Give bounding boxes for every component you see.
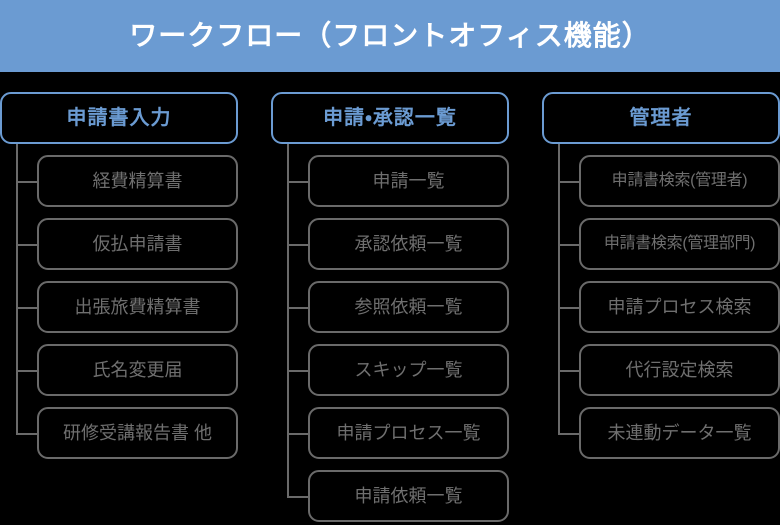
column-header-label: 申請書入力 <box>66 107 172 129</box>
connector-trunk <box>558 144 560 433</box>
column-header-label: 申請・承認一覧 <box>323 107 457 129</box>
connector-branch <box>16 307 38 309</box>
diagram-title-bar: ワークフロー（フロントオフィス機能） <box>0 0 780 72</box>
connector-branch <box>558 307 580 309</box>
item-label: 申請プロセス検索 <box>607 297 752 317</box>
item-box[interactable]: 経費精算書 <box>37 155 238 207</box>
item-label: スキップ一覧 <box>354 360 463 380</box>
page-title: ワークフロー（フロントオフィス機能） <box>129 20 651 51</box>
connector-branch <box>287 307 309 309</box>
item-label: 氏名変更届 <box>92 360 183 380</box>
item-box[interactable]: 仮払申請書 <box>37 218 238 270</box>
item-box[interactable]: 参照依頼一覧 <box>308 281 509 333</box>
item-label: 申請書検索(管理部門) <box>603 235 756 252</box>
item-label: 申請プロセス一覧 <box>336 423 481 443</box>
item-box[interactable]: 未連動データ一覧 <box>579 407 780 459</box>
item-box[interactable]: 申請依頼一覧 <box>308 470 509 522</box>
item-label: 経費精算書 <box>92 171 183 191</box>
connector-branch <box>287 244 309 246</box>
item-box[interactable]: 申請プロセス一覧 <box>308 407 509 459</box>
connector-trunk <box>16 144 18 433</box>
item-label: 研修受講報告書 他 <box>62 423 212 443</box>
item-box[interactable]: 申請書検索(管理部門) <box>579 218 780 270</box>
connector-branch <box>558 433 580 435</box>
item-label: 出張旅費精算書 <box>74 297 201 317</box>
connector-trunk <box>287 144 289 496</box>
diagram-column-1: 申請・承認一覧申請一覧承認依頼一覧参照依頼一覧スキップ一覧申請プロセス一覧申請依… <box>271 72 509 525</box>
item-label: 代行設定検索 <box>625 360 734 380</box>
connector-branch <box>287 433 309 435</box>
connector-branch <box>287 181 309 183</box>
item-box[interactable]: 申請書検索(管理者) <box>579 155 780 207</box>
column-header-box[interactable]: 管理者 <box>542 92 780 144</box>
column-header-label: 管理者 <box>629 107 693 129</box>
connector-branch <box>16 433 38 435</box>
item-label: 参照依頼一覧 <box>354 297 463 317</box>
item-box[interactable]: 研修受講報告書 他 <box>37 407 238 459</box>
item-box[interactable]: 氏名変更届 <box>37 344 238 396</box>
connector-branch <box>558 370 580 372</box>
column-header-box[interactable]: 申請・承認一覧 <box>271 92 509 144</box>
item-label: 申請書検索(管理者) <box>611 172 748 189</box>
connector-branch <box>558 244 580 246</box>
column-container: 申請書入力経費精算書仮払申請書出張旅費精算書氏名変更届研修受講報告書 他申請・承… <box>0 72 780 525</box>
connector-branch <box>16 181 38 183</box>
item-label: 仮払申請書 <box>92 234 183 254</box>
connector-branch <box>287 496 309 498</box>
column-header-box[interactable]: 申請書入力 <box>0 92 238 144</box>
item-box[interactable]: 申請一覧 <box>308 155 509 207</box>
item-label: 申請一覧 <box>372 171 445 191</box>
diagram-column-2: 管理者申請書検索(管理者) 申請書検索(管理部門) 申請プロセス検索代行設定検索未連… <box>542 72 780 525</box>
item-label: 承認依頼一覧 <box>354 234 463 254</box>
item-label: 申請依頼一覧 <box>354 486 463 506</box>
item-box[interactable]: 承認依頼一覧 <box>308 218 509 270</box>
diagram-column-0: 申請書入力経費精算書仮払申請書出張旅費精算書氏名変更届研修受講報告書 他 <box>0 72 238 525</box>
connector-branch <box>287 370 309 372</box>
item-label: 未連動データ一覧 <box>607 423 752 443</box>
item-box[interactable]: 代行設定検索 <box>579 344 780 396</box>
item-box[interactable]: スキップ一覧 <box>308 344 509 396</box>
connector-branch <box>16 244 38 246</box>
item-box[interactable]: 出張旅費精算書 <box>37 281 238 333</box>
connector-branch <box>558 181 580 183</box>
connector-branch <box>16 370 38 372</box>
item-box[interactable]: 申請プロセス検索 <box>579 281 780 333</box>
